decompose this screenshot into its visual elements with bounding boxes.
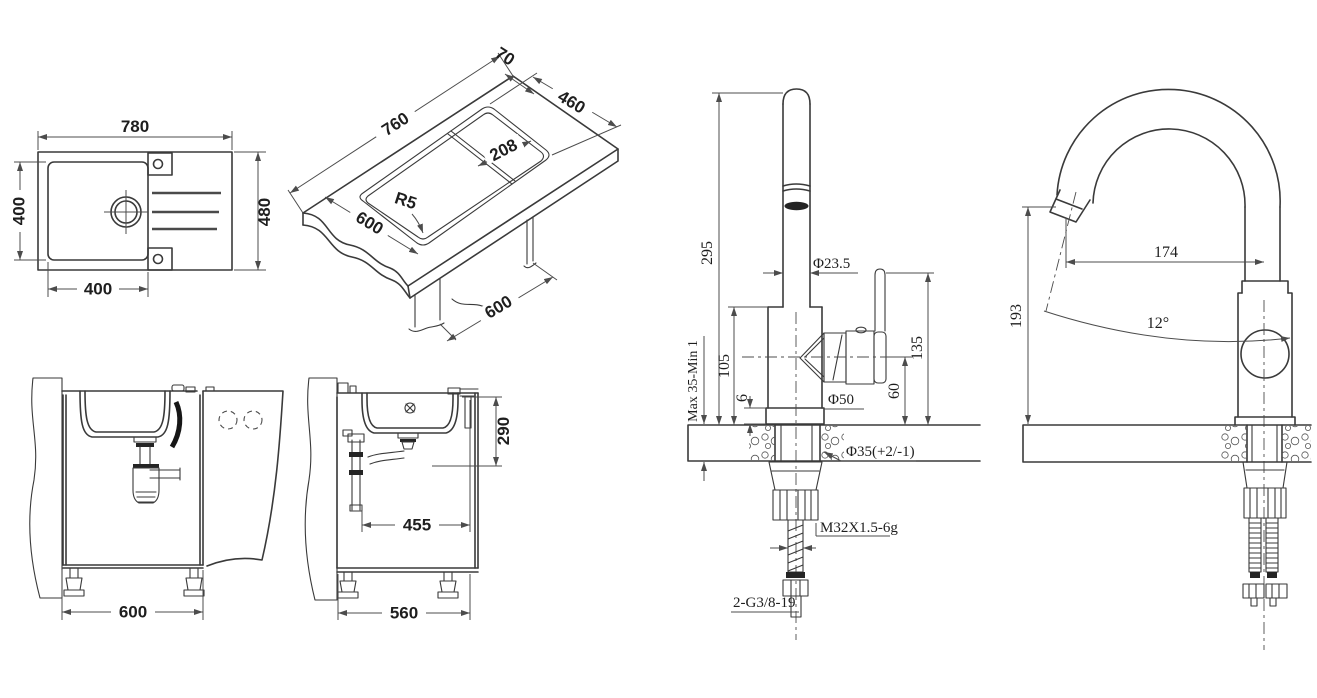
dim-mount-hole-diameter: Φ35(+2/-1) (846, 444, 915, 460)
mounting-shank-front (1242, 424, 1288, 607)
dim-mount-thread: M32X1.5-6g (820, 520, 898, 536)
deck-fittings-front (337, 382, 479, 429)
svg-text:560: 560 (390, 604, 418, 623)
dim-outlet-angle: 12° (1147, 315, 1169, 332)
dim-base-plate-thickness: 6 (734, 394, 751, 402)
drain-standpipe (342, 429, 419, 512)
valve-and-lever (799, 268, 887, 385)
dim-cabinet-width-front: 560 (382, 604, 426, 623)
dim-spout-height: 295 (699, 241, 716, 265)
gooseneck-spout (1049, 88, 1281, 282)
dim-bowl-inner-width: 400 (77, 280, 119, 299)
svg-text:455: 455 (403, 516, 431, 535)
faucet-front-view: 174 193 12° (1008, 88, 1312, 650)
installation-front-view: 290 455 560 (304, 377, 513, 623)
dim-valve-center-height: 60 (886, 383, 903, 399)
aerator-band (784, 201, 809, 211)
stone-hatch-left (749, 426, 775, 460)
sink-top-dimensions (14, 131, 266, 297)
dim-base-diameter: Φ50 (828, 392, 854, 408)
sink-top-view: 780 400 480 400 (10, 117, 275, 299)
svg-text:400: 400 (10, 197, 29, 225)
stone-hatch-front-left (1220, 426, 1247, 461)
faucet-body-side (765, 306, 825, 425)
cabinet-feet-side (63, 567, 205, 597)
faucet-side-view: 295 105 Max 35-Min 1 6 Φ23.5 135 60 Φ50 … (686, 88, 981, 640)
dim-bowl-inner-depth: 400 (10, 190, 29, 232)
faucet-hole-circle-right (243, 410, 263, 430)
stone-hatch-right (820, 426, 844, 460)
dim-drain-offset: 455 (395, 516, 439, 535)
dim-spout-reach: 174 (1154, 244, 1178, 261)
svg-text:400: 400 (84, 280, 112, 299)
dim-cabinet-width-side: 600 (111, 603, 155, 622)
faucet-front-dimensions (1022, 206, 1291, 424)
dim-spout-diameter: Φ23.5 (813, 256, 850, 272)
dim-overall-depth: 480 (255, 198, 274, 226)
outlet-axis (1045, 191, 1077, 312)
stone-hatch-front-right (1282, 426, 1311, 461)
cabinet-feet-front (337, 571, 459, 599)
drainboard-grooves (152, 191, 221, 231)
svg-text:600: 600 (119, 603, 147, 622)
deck-fittings-side (171, 384, 215, 393)
overflow-hose (169, 400, 183, 449)
drain-trap-side (132, 436, 181, 504)
mounting-shank-side (768, 424, 823, 618)
dim-handle-top-height: 135 (909, 336, 926, 360)
dim-body-height: 105 (716, 354, 733, 378)
dim-overall-width: 780 (121, 117, 149, 136)
faucet-hole-circle-left (218, 410, 238, 430)
dim-outlet-height: 193 (1008, 304, 1025, 328)
drain-crosshair (104, 190, 148, 234)
brick-wall-front (304, 377, 338, 601)
brick-wall (29, 377, 63, 599)
faucet-body-front (1234, 280, 1296, 426)
dim-clamp-range: Max 35-Min 1 (686, 340, 701, 422)
faucet-side-dimensions (701, 92, 934, 613)
dim-hose-thread: 2-G3/8-19 (733, 595, 796, 611)
cabinet-front (336, 392, 479, 573)
side-counter-and-bowl (61, 390, 284, 567)
cabinet-side (62, 390, 204, 569)
dim-bowl-depth: 290 (494, 417, 513, 445)
installation-side-view: 600 (29, 377, 284, 622)
